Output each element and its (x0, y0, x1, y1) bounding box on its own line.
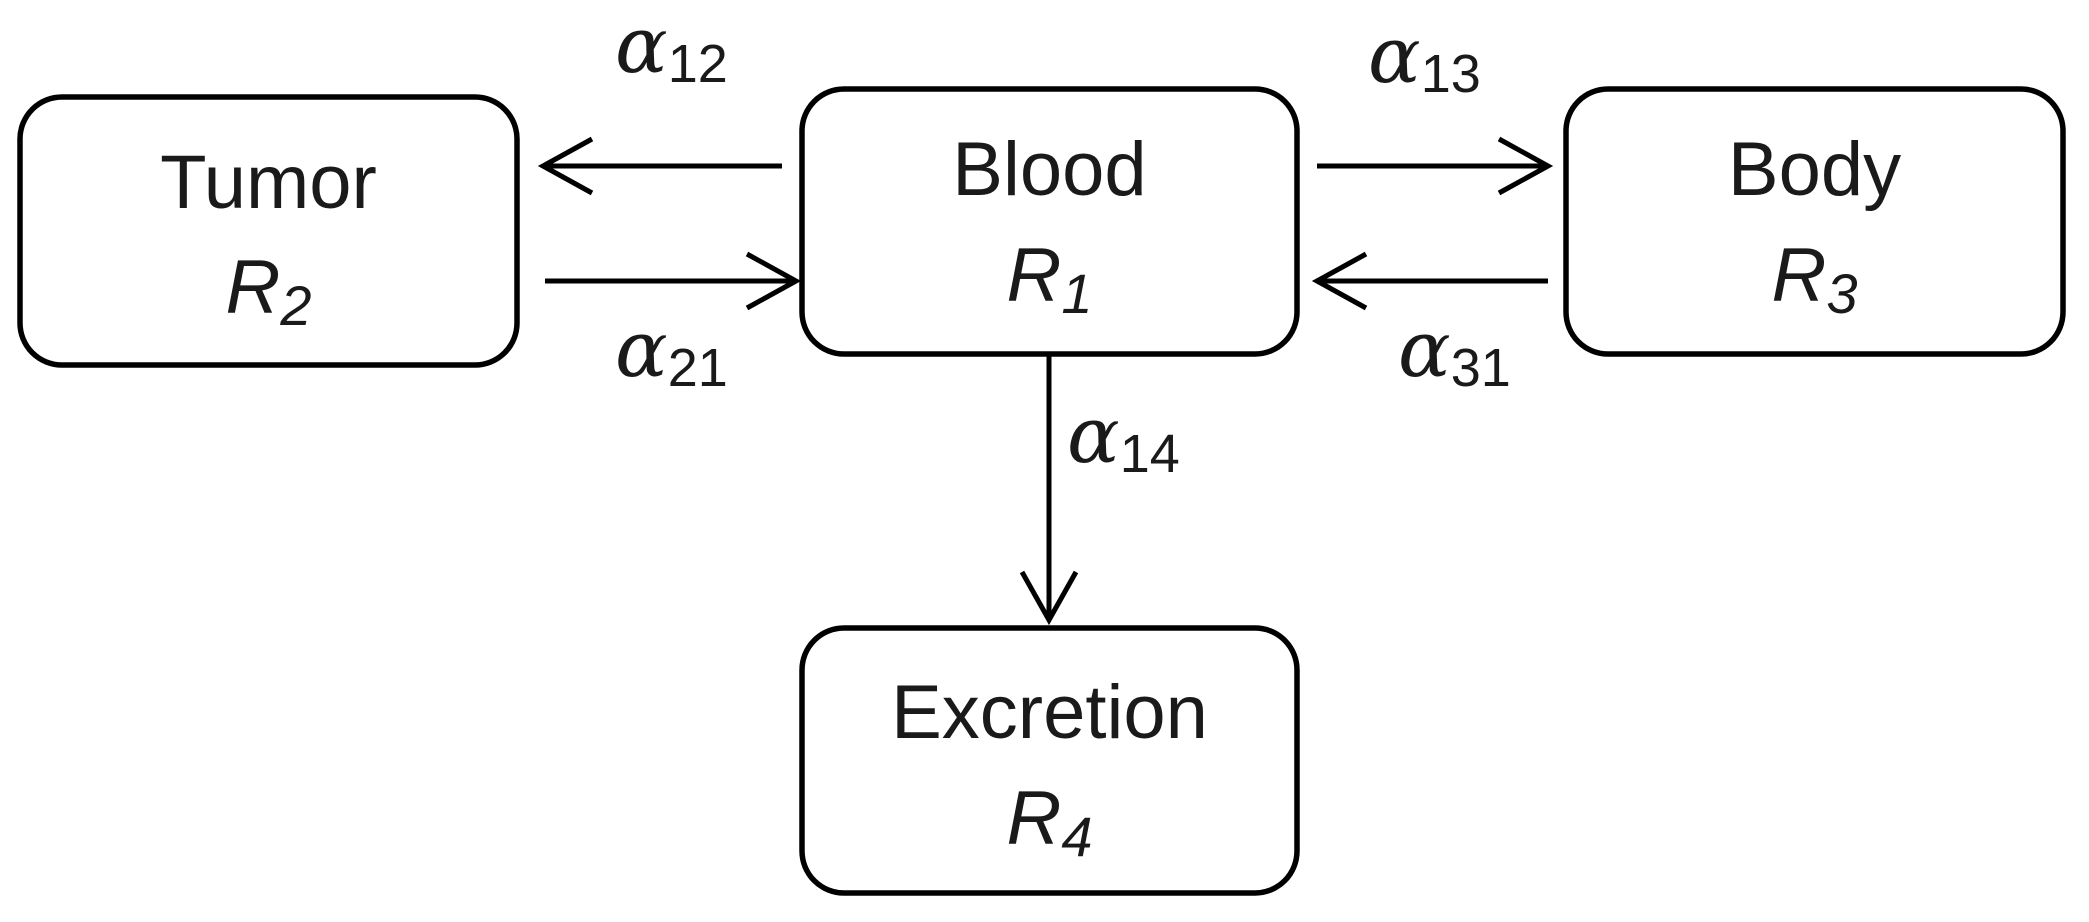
rate-a14-subscript: 14 (1120, 424, 1180, 484)
body-box (1563, 86, 2066, 357)
blood-variable-symbol: R (1006, 233, 1061, 318)
flow-blood-to-tumor: α12 (537, 1, 782, 196)
arrowhead-right-icon (745, 251, 802, 311)
flow-tumor-to-blood: α21 (545, 251, 802, 398)
rate-a14-symbol: α (1067, 391, 1120, 481)
rate-a12-symbol: α (615, 1, 668, 91)
rate-a13-subscript: 13 (1421, 44, 1481, 104)
body-variable-subscript: 3 (1826, 262, 1857, 325)
flow-blood-to-body: α13 (1317, 11, 1554, 196)
compartment-excretion: Excretion R4 (799, 625, 1300, 896)
flow-body-to-blood: α31 (1311, 251, 1548, 398)
rate-a13-symbol: α (1368, 11, 1421, 101)
rate-label-a31: α31 (1398, 305, 1511, 398)
tumor-label: Tumor (160, 140, 377, 225)
blood-label: Blood (952, 127, 1146, 212)
rate-label-a12: α12 (615, 1, 728, 94)
tumor-variable: R2 (225, 245, 311, 337)
rate-label-a21: α21 (615, 305, 728, 398)
rate-a31-subscript: 31 (1451, 338, 1511, 398)
arrowhead-left-icon (537, 136, 594, 196)
tumor-variable-symbol: R (225, 245, 280, 330)
excretion-label: Excretion (891, 670, 1208, 755)
rate-a21-subscript: 21 (668, 338, 728, 398)
flow-blood-to-excretion: α14 (1019, 356, 1180, 626)
arrowhead-right-icon (1497, 136, 1554, 196)
rate-a31-symbol: α (1398, 305, 1451, 395)
blood-variable: R1 (1006, 233, 1092, 325)
rate-label-a13: α13 (1368, 11, 1481, 104)
rate-label-a14: α14 (1067, 391, 1180, 484)
compartment-body: Body R3 (1563, 86, 2066, 357)
arrowhead-down-icon (1019, 570, 1079, 626)
excretion-box (799, 625, 1300, 896)
compartment-blood: Blood R1 (799, 86, 1300, 357)
excretion-variable-symbol: R (1006, 776, 1061, 861)
rate-a21-symbol: α (615, 305, 668, 395)
arrowhead-left-icon (1311, 251, 1368, 311)
excretion-variable: R4 (1006, 776, 1092, 868)
blood-box (799, 86, 1300, 357)
tumor-box (17, 94, 520, 368)
body-variable-symbol: R (1771, 233, 1826, 318)
body-variable: R3 (1771, 233, 1857, 325)
excretion-variable-subscript: 4 (1061, 805, 1092, 868)
body-label: Body (1728, 127, 1901, 212)
rate-a12-subscript: 12 (668, 34, 728, 94)
tumor-variable-subscript: 2 (279, 274, 311, 337)
blood-variable-subscript: 1 (1061, 262, 1092, 325)
compartment-tumor: Tumor R2 (17, 94, 520, 368)
